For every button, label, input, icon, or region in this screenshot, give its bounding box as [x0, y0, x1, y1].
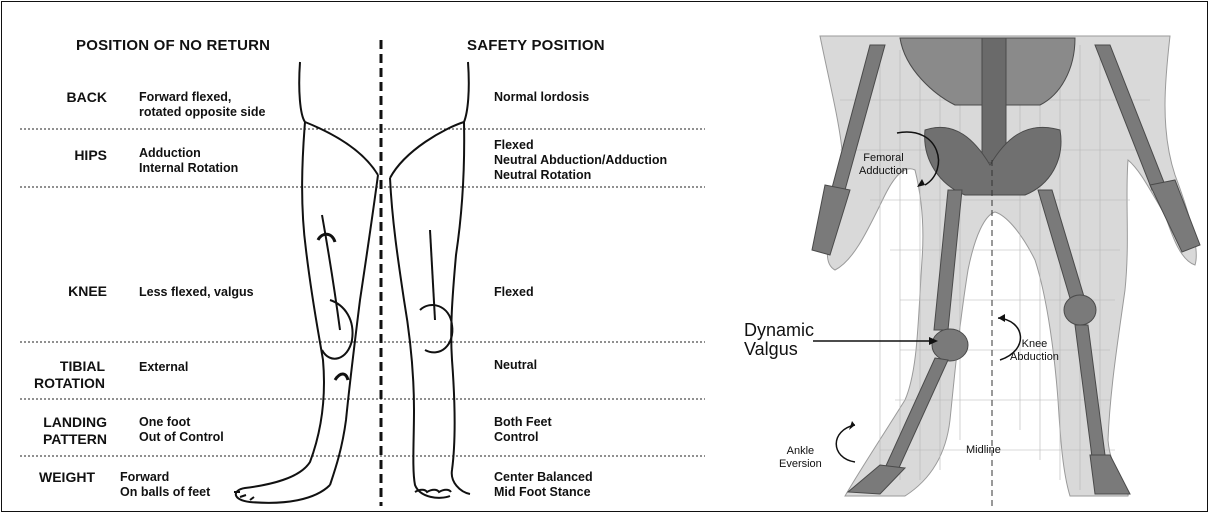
label-dynamic-valgus: Dynamic Valgus [744, 321, 814, 359]
label-midline: Midline [966, 444, 1001, 457]
label-knee-abduction: Knee Abduction [1010, 338, 1059, 364]
label-ankle-eversion: Ankle Eversion [779, 445, 822, 471]
label-femoral-adduction: Femoral Adduction [859, 152, 908, 178]
